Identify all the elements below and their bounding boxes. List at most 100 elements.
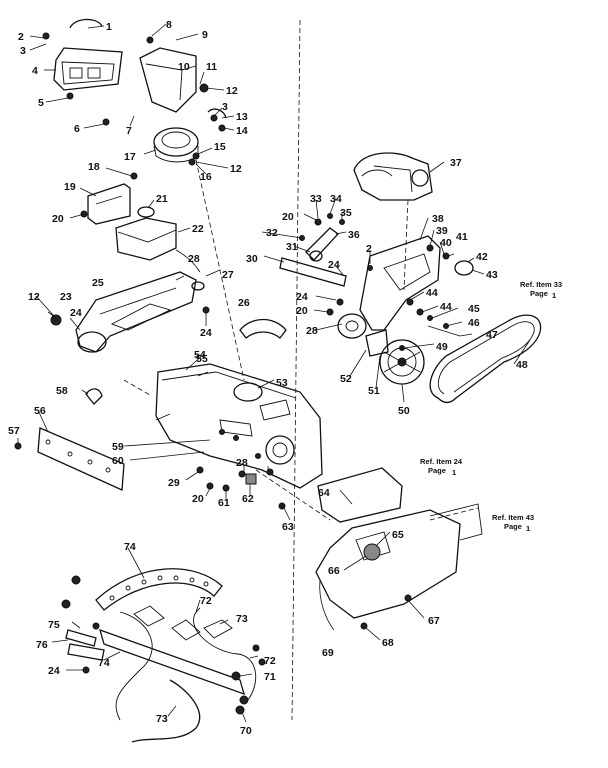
callout-12a: 12	[226, 85, 238, 97]
callout-50: 50	[398, 405, 410, 417]
leader-lines	[17, 23, 531, 723]
reference-note-line1: Ref. Item 24	[420, 457, 463, 466]
callout-43: 43	[486, 269, 498, 281]
callout-38: 38	[432, 213, 444, 225]
callout-39: 39	[436, 225, 448, 237]
callout-19: 19	[64, 181, 76, 193]
callout-22: 22	[192, 223, 204, 235]
callout-35: 35	[340, 207, 352, 219]
callout-28a: 28	[188, 253, 200, 265]
callout-24d: 24	[296, 291, 308, 303]
callout-72b: 72	[264, 655, 276, 667]
callout-3b: 3	[222, 101, 228, 113]
callout-37: 37	[450, 157, 462, 169]
callout-61: 61	[218, 497, 230, 509]
callout-62: 62	[242, 493, 254, 505]
callout-55: 55	[196, 353, 208, 365]
callout-18: 18	[88, 161, 100, 173]
reference-note-line2: Page	[504, 522, 522, 531]
callout-16: 16	[200, 171, 212, 183]
callout-51: 51	[368, 385, 380, 397]
callout-57: 57	[8, 425, 20, 437]
callout-53: 53	[276, 377, 288, 389]
callout-48: 48	[516, 359, 528, 371]
callout-28c: 28	[306, 325, 318, 337]
callout-75: 75	[48, 619, 60, 631]
callout-60: 60	[112, 455, 124, 467]
callout-41: 41	[456, 231, 468, 243]
callout-33: 33	[310, 193, 322, 205]
callout-20c: 20	[282, 211, 294, 223]
callout-73b: 73	[156, 713, 168, 725]
callout-28b: 28	[236, 457, 248, 469]
callout-24a: 24	[70, 307, 82, 319]
reference-note-line2: Page	[530, 289, 548, 298]
callout-72a: 72	[200, 595, 212, 607]
callout-44b: 44	[440, 301, 452, 313]
callout-13: 13	[236, 111, 248, 123]
callout-9: 9	[202, 29, 208, 41]
callout-63: 63	[282, 521, 294, 533]
callout-56: 56	[34, 405, 46, 417]
callout-3: 3	[20, 45, 26, 57]
callout-20d: 20	[296, 305, 308, 317]
callout-31: 31	[286, 241, 298, 253]
callout-68: 68	[382, 637, 394, 649]
callout-14: 14	[236, 125, 248, 137]
callout-74b: 74	[98, 657, 110, 669]
callout-70: 70	[240, 725, 252, 737]
callout-49: 49	[436, 341, 448, 353]
callout-66: 66	[328, 565, 340, 577]
callout-74a: 74	[124, 541, 136, 553]
callout-20a: 20	[52, 213, 64, 225]
parts-artwork	[14, 18, 542, 743]
callout-54-visible: 54	[194, 349, 206, 361]
callout-7: 7	[126, 125, 132, 137]
callout-11: 11	[206, 61, 217, 73]
reference-note-item-33: Ref. Item 33 Page 1	[520, 280, 562, 300]
callout-36: 36	[348, 229, 360, 241]
callout-2b: 2	[366, 243, 372, 255]
callout-15: 15	[214, 141, 226, 153]
reference-note-num: 1	[552, 291, 556, 300]
callout-67: 67	[428, 615, 440, 627]
callout-76: 76	[36, 639, 48, 651]
callout-20b: 20	[192, 493, 204, 505]
callout-24e: 24	[48, 665, 60, 677]
callout-labels: 1 2 3 4 5 6 7 8 9 10 11 12 3 13 14 15 16…	[8, 19, 528, 737]
callout-64: 64	[318, 487, 330, 499]
reference-note-line2: Page	[428, 466, 446, 475]
reference-note-item-43: Ref. Item 43 Page 1	[492, 513, 534, 533]
callout-71: 71	[264, 671, 276, 683]
callout-44a: 44	[426, 287, 438, 299]
callout-26: 26	[238, 297, 250, 309]
callout-73a: 73	[236, 613, 248, 625]
callout-5: 5	[38, 97, 44, 109]
callout-52: 52	[340, 373, 352, 385]
reference-note-item-24: Ref. Item 24 Page 1	[420, 457, 463, 477]
reference-note-num: 1	[452, 468, 456, 477]
callout-32: 32	[266, 227, 278, 239]
callout-65: 65	[392, 529, 404, 541]
callout-2: 2	[18, 31, 24, 43]
callout-34: 34	[330, 193, 342, 205]
callout-12b: 12	[230, 163, 242, 175]
callout-27: 27	[222, 269, 234, 281]
callout-58a: 58	[56, 385, 68, 397]
callout-1: 1	[106, 21, 112, 33]
callout-8: 8	[166, 19, 172, 31]
callout-69: 69	[322, 647, 334, 659]
callout-17: 17	[124, 151, 136, 163]
callout-42: 42	[476, 251, 488, 263]
callout-12c: 12	[28, 291, 40, 303]
callout-24c: 24	[328, 259, 340, 271]
callout-40: 40	[440, 237, 452, 249]
callout-47: 47	[486, 329, 498, 341]
reference-notes: Ref. Item 33 Page 1 Ref. Item 24 Page 1 …	[420, 280, 562, 533]
callout-30: 30	[246, 253, 258, 265]
callout-23: 23	[60, 291, 72, 303]
callout-4: 4	[32, 65, 38, 77]
callout-29: 29	[168, 477, 180, 489]
callout-6: 6	[74, 123, 80, 135]
